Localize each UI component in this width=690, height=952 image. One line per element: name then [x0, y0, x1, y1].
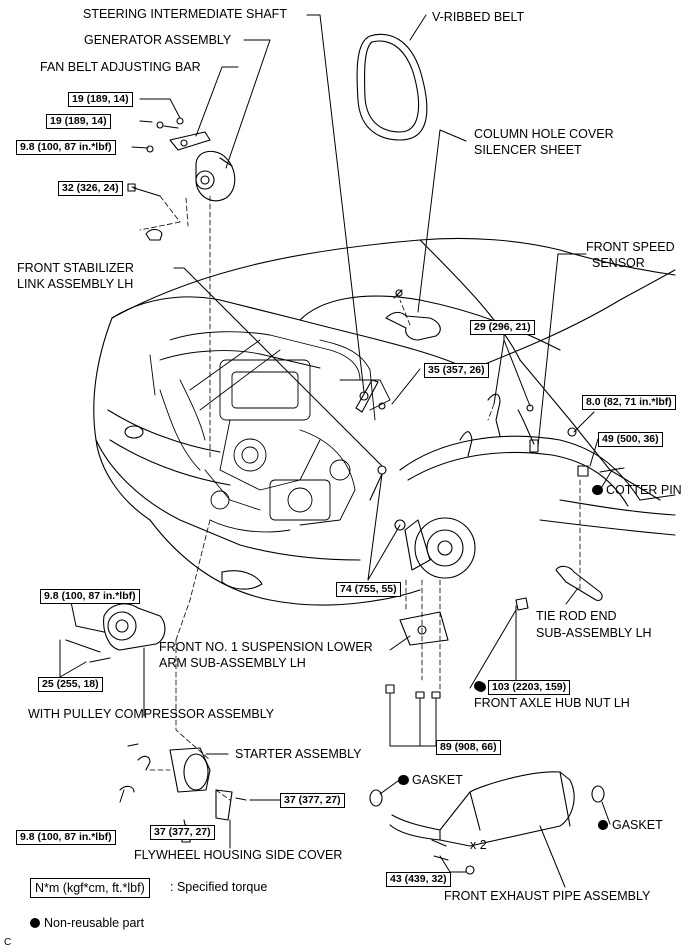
non-reusable-icon [592, 485, 602, 495]
steering-shaft-drawing [355, 379, 386, 413]
label-cotter-pin: COTTER PIN [592, 483, 682, 498]
compressor-drawing [65, 603, 166, 663]
non-reusable-icon [474, 681, 484, 691]
dashed-alignment-lines [139, 195, 621, 801]
legend-torque-text: : Specified torque [170, 880, 268, 894]
torque-box: 9.8 (100, 87 in.*lbf) [16, 830, 116, 845]
cotter-pin-text: COTTER PIN [606, 483, 682, 497]
label-steering-intermediate-shaft: STEERING INTERMEDIATE SHAFT [83, 7, 287, 21]
torque-box: 9.8 (100, 87 in.*lbf) [16, 140, 116, 155]
torque-box: 19 (189, 14) [46, 114, 111, 129]
torque-box: 8.0 (82, 71 in.*lbf) [582, 395, 676, 410]
torque-box: 43 (439, 32) [386, 872, 451, 887]
non-reusable-icon [398, 775, 408, 785]
speed-sensor-drawing [459, 393, 539, 457]
label-compressor: WITH PULLEY COMPRESSOR ASSEMBLY [28, 707, 275, 721]
label-front-stabilizer: FRONT STABILIZER [17, 261, 134, 275]
torque-box: 19 (189, 14) [68, 92, 133, 107]
label-silencer-sheet: SILENCER SHEET [474, 143, 582, 157]
gasket-2-text: GASKET [612, 818, 663, 832]
generator-drawing [127, 117, 236, 241]
torque-box: 37 (377, 27) [150, 825, 215, 840]
label-lower-arm-1: FRONT NO. 1 SUSPENSION LOWER [159, 640, 373, 654]
label-tie-rod-sub-assembly: SUB-ASSEMBLY LH [536, 626, 652, 640]
torque-box: 49 (500, 36) [598, 432, 663, 447]
label-front-exhaust-pipe: FRONT EXHAUST PIPE ASSEMBLY [444, 889, 651, 903]
torque-box: 35 (357, 26) [424, 363, 489, 378]
label-front-axle-hub-nut: FRONT AXLE HUB NUT LH [474, 696, 630, 710]
torque-box: 9.8 (100, 87 in.*lbf) [40, 589, 140, 604]
label-fan-belt-adjusting-bar: FAN BELT ADJUSTING BAR [40, 60, 201, 74]
torque-box: 32 (326, 24) [58, 181, 123, 196]
tie-rod-drawing [555, 427, 625, 601]
label-generator-assembly: GENERATOR ASSEMBLY [84, 33, 232, 47]
engine-bay-drawing [149, 331, 391, 533]
column-cover-drawing [385, 289, 441, 341]
label-lower-arm-2: ARM SUB-ASSEMBLY LH [159, 656, 306, 670]
starter-drawing [119, 743, 247, 843]
v-ribbed-belt-drawing [356, 33, 428, 141]
torque-box: 25 (255, 18) [38, 677, 103, 692]
label-v-ribbed-belt: V-RIBBED BELT [432, 10, 525, 24]
non-reusable-icon [598, 820, 608, 830]
label-tie-rod-end: TIE ROD END [536, 609, 617, 623]
label-gasket-2: GASKET [598, 818, 663, 833]
label-link-assembly-lh: LINK ASSEMBLY LH [17, 277, 134, 291]
label-flywheel-housing-side-cover: FLYWHEEL HOUSING SIDE COVER [134, 848, 343, 862]
hub-nut-torque: 103 (2203, 159) [474, 679, 571, 695]
torque-box: 37 (377, 27) [280, 793, 345, 808]
label-front-speed: FRONT SPEED [586, 240, 675, 254]
torque-box: 29 (296, 21) [470, 320, 535, 335]
torque-box: 89 (908, 66) [436, 740, 501, 755]
label-sensor: SENSOR [592, 256, 645, 270]
label-gasket-1: GASKET [398, 773, 463, 788]
vehicle-body-drawing [93, 237, 676, 606]
legend-non-reusable-text: Non-reusable part [44, 916, 145, 930]
corner-mark: C [4, 937, 12, 948]
legend-non-reusable: Non-reusable part [30, 916, 144, 931]
torque-box: 74 (755, 55) [336, 582, 401, 597]
label-starter-assembly: STARTER ASSEMBLY [235, 747, 362, 761]
label-column-hole-cover: COLUMN HOLE COVER [474, 127, 614, 141]
legend-torque-box: N*m (kgf*cm, ft.*lbf) [30, 878, 150, 898]
non-reusable-icon [30, 918, 40, 928]
gasket-1-text: GASKET [412, 773, 463, 787]
torque-box: 103 (2203, 159) [488, 680, 571, 695]
label-x2: x 2 [470, 838, 487, 852]
